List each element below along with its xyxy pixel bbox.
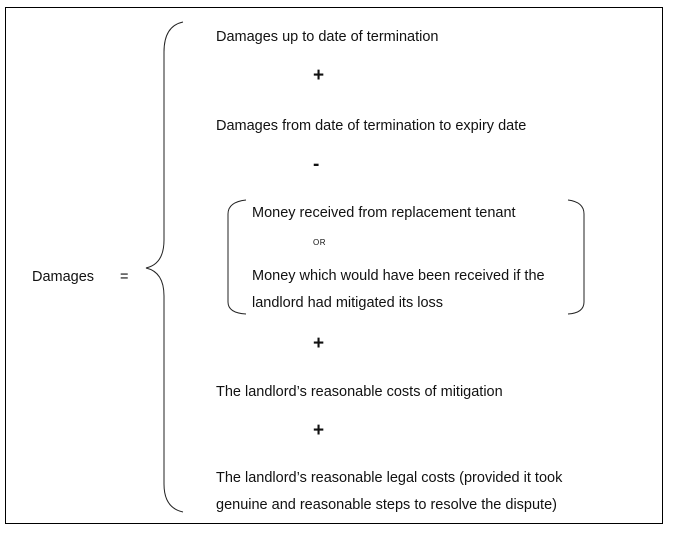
term-legal-costs-line-1: The landlord’s reasonable legal costs (p… — [216, 470, 563, 486]
term-mitigation-costs: The landlord’s reasonable costs of mitig… — [216, 384, 503, 400]
plus-operator-3: + — [313, 420, 325, 441]
equals-sign: = — [120, 269, 129, 285]
term-damages-termination-to-expiry: Damages from date of termination to expi… — [216, 118, 527, 134]
large-curly-brace — [145, 21, 184, 513]
plus-operator-1: + — [313, 65, 325, 86]
diagram-frame — [5, 7, 663, 524]
right-square-bracket — [567, 199, 585, 315]
term-mitigated-line-2: landlord had mitigated its loss — [252, 295, 444, 311]
term-mitigated-line-1: Money which would have been received if … — [252, 268, 545, 284]
term-damages-up-to-termination: Damages up to date of termination — [216, 29, 439, 45]
or-label: OR — [313, 238, 326, 247]
plus-operator-2: + — [313, 333, 325, 354]
term-legal-costs-line-2: genuine and reasonable steps to resolve … — [216, 497, 557, 513]
minus-operator: - — [313, 154, 320, 175]
term-replacement-tenant: Money received from replacement tenant — [252, 205, 516, 221]
damages-label: Damages — [32, 269, 95, 285]
left-square-bracket — [227, 199, 247, 315]
